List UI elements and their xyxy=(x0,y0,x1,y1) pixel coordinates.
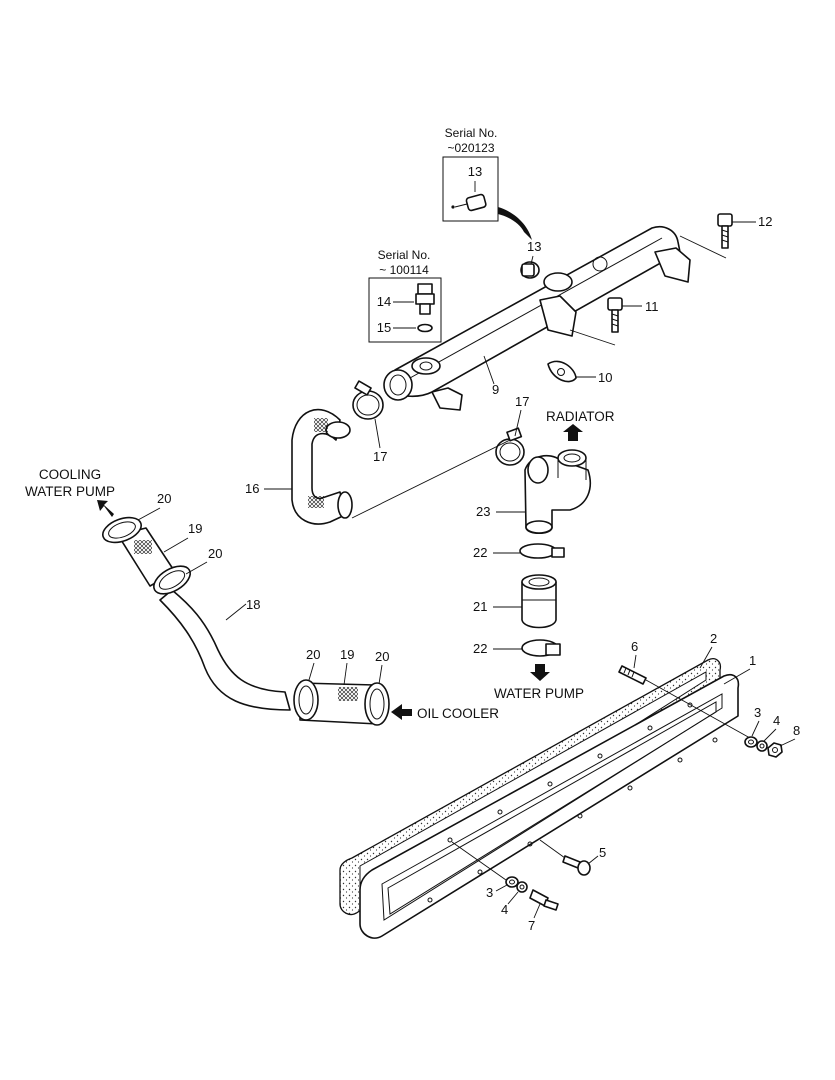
serial-number: ~020123 xyxy=(447,141,494,155)
part-7-drain-fitting xyxy=(529,889,559,911)
part-5-bolt xyxy=(451,839,591,881)
part-4-lockwasher-right xyxy=(756,740,768,752)
callout-1: 1 xyxy=(749,653,756,668)
svg-text:WATER PUMP: WATER PUMP xyxy=(25,484,115,499)
callout-13: 13 xyxy=(527,239,541,254)
callout-22: 22 xyxy=(473,545,487,560)
oil-cooler-flow-arrow: OIL COOLER xyxy=(391,704,499,721)
callout-23: 23 xyxy=(476,504,490,519)
part-22-clamp-lower xyxy=(521,639,561,657)
part-6-stud xyxy=(618,665,751,739)
callout-15: 15 xyxy=(377,320,391,335)
part-20-clamp-c xyxy=(293,679,319,721)
part-14-fitting xyxy=(415,283,435,315)
part-20-clamp-d xyxy=(364,682,390,726)
callout-14: 14 xyxy=(377,294,391,309)
cooling-water-pump-label: COOLING WATER PUMP xyxy=(25,467,115,517)
callout-7: 7 xyxy=(528,918,535,933)
serial-number: ~ 100114 xyxy=(379,263,429,277)
part-8-nut xyxy=(767,742,783,758)
serial-box-100114: Serial No. ~ 100114 14 15 xyxy=(368,248,442,343)
callout-3: 3 xyxy=(754,705,761,720)
part-21-short-hose xyxy=(521,574,557,629)
part-18-pipe xyxy=(159,589,291,711)
cover-bolt-holes xyxy=(427,702,718,903)
water-pump-label: WATER PUMP xyxy=(494,686,584,701)
callout-20: 20 xyxy=(306,647,320,662)
callout-2: 2 xyxy=(710,631,717,646)
callout-20: 20 xyxy=(375,649,389,664)
oil-cooler-label: OIL COOLER xyxy=(417,706,499,721)
part-11-bolt xyxy=(569,297,623,346)
part-3-washer-right xyxy=(744,736,758,748)
callout-12: 12 xyxy=(758,214,772,229)
callout-9: 9 xyxy=(492,382,499,397)
part-13-plug-old xyxy=(451,181,487,212)
serial-label: Serial No. xyxy=(378,248,431,262)
part-20-clamp-b xyxy=(153,565,191,595)
part-17-clamp-lower xyxy=(495,427,525,466)
part-4-lockwasher-lower xyxy=(516,881,528,893)
radiator-label: RADIATOR xyxy=(546,409,615,424)
callout-21: 21 xyxy=(473,599,487,614)
callout-10: 10 xyxy=(598,370,612,385)
inset-arrow xyxy=(498,207,532,240)
callout-3: 3 xyxy=(486,885,493,900)
cooling-pump-flow-arrow xyxy=(97,500,114,517)
part-23-elbow-housing xyxy=(524,449,592,535)
part-17-clamp-upper xyxy=(352,380,384,420)
serial-label: Serial No. xyxy=(445,126,498,140)
callout-20: 20 xyxy=(208,546,222,561)
callouts: 12 13 11 10 9 17 17 16 23 22 21 22 20 xyxy=(137,214,800,933)
part-9-water-manifold xyxy=(383,226,691,411)
part-12-bolt xyxy=(679,213,733,259)
callout-20: 20 xyxy=(157,491,171,506)
callout-16: 16 xyxy=(245,481,259,496)
callout-4: 4 xyxy=(501,902,508,917)
part-10-gasket xyxy=(547,360,577,383)
callout-17: 17 xyxy=(373,449,387,464)
callout-5: 5 xyxy=(599,845,606,860)
callout-6: 6 xyxy=(631,639,638,654)
callout-4: 4 xyxy=(773,713,780,728)
radiator-flow-arrow: RADIATOR xyxy=(546,409,615,441)
part-3-washer-lower xyxy=(505,876,519,888)
serial-box-020123: Serial No. ~020123 13 xyxy=(442,126,532,240)
callout-19: 19 xyxy=(340,647,354,662)
callout-13-inset: 13 xyxy=(468,164,482,179)
water-pump-flow-arrow: WATER PUMP xyxy=(494,664,584,701)
part-22-clamp-upper xyxy=(519,543,565,559)
callout-22: 22 xyxy=(473,641,487,656)
callout-11: 11 xyxy=(645,299,659,314)
part-13-plug xyxy=(520,261,540,279)
callout-8: 8 xyxy=(793,723,800,738)
part-1-cover-plate xyxy=(359,673,740,939)
callout-18: 18 xyxy=(246,597,260,612)
callout-17: 17 xyxy=(515,394,529,409)
part-15-o-ring xyxy=(417,323,433,333)
callout-19: 19 xyxy=(188,521,202,536)
part-16-bent-hose xyxy=(291,408,353,525)
part-20-clamp-a xyxy=(102,516,142,544)
svg-text:COOLING: COOLING xyxy=(39,467,101,482)
